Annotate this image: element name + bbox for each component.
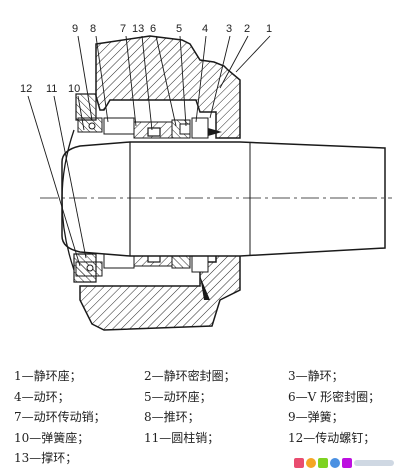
- seal-tip-upper: [208, 128, 222, 136]
- shaft-end-arc: [61, 129, 75, 271]
- stationary-ring-upper: [191, 117, 209, 139]
- watermark-logo: [294, 458, 394, 468]
- callout-3: 3: [226, 23, 232, 35]
- legend-item: 8—推环；: [144, 410, 200, 424]
- legend-item: 11—圆柱销；: [144, 430, 220, 445]
- shaft: [61, 141, 386, 257]
- pin-lower: [86, 264, 94, 272]
- legend-row: 4—动环； 5—动环座； 6—V 形密封圈；: [14, 387, 394, 408]
- callout-8: 8: [90, 23, 96, 35]
- legend-row: 7—动环传动销； 8—推环； 9—弹簧；: [14, 407, 394, 428]
- callout-2: 2: [244, 23, 250, 35]
- pin-upper: [88, 122, 96, 130]
- leader-lines: [27, 35, 271, 267]
- legend-row: 1—静环座； 2—静环密封圈； 3—静环；: [14, 366, 394, 387]
- mechanical-seal-drawing: 9 8 7 13 6 5 4 3 2 1 12 11 10: [20, 23, 392, 331]
- flange-left-upper: [75, 93, 97, 121]
- legend-item: 12—传动螺钉；: [288, 430, 376, 445]
- legend-item: 2—静环密封圈；: [144, 369, 236, 383]
- callout-6: 6: [150, 23, 156, 35]
- bolt-lower: [200, 276, 210, 300]
- v-seal-upper: [179, 123, 191, 135]
- callout-10: 10: [68, 83, 80, 95]
- callout-7: 7: [120, 23, 126, 35]
- housing-upper: [95, 35, 241, 139]
- legend-row: 10—弹簧座； 11—圆柱销； 12—传动螺钉；: [14, 428, 394, 449]
- legend-item: 3—静环；: [288, 369, 344, 383]
- callout-5: 5: [176, 23, 182, 35]
- callout-12: 12: [20, 83, 32, 95]
- callout-11: 11: [46, 83, 57, 95]
- callout-9: 9: [72, 23, 78, 35]
- legend-item: 10—弹簧座；: [14, 430, 90, 445]
- callout-13: 13: [132, 23, 144, 35]
- legend-item: 1—静环座；: [14, 369, 82, 383]
- legend-item: 7—动环传动销；: [14, 410, 106, 424]
- push-ring-upper: [103, 117, 135, 135]
- legend-item: 4—动环；: [14, 389, 70, 404]
- legend-item: 9—弹簧；: [288, 410, 344, 424]
- legend-item: 13—撑环；: [14, 451, 78, 465]
- legend-row: 13—撑环；: [14, 448, 394, 469]
- oring-upper: [147, 127, 161, 137]
- parts-legend: 1—静环座； 2—静环密封圈； 3—静环； 4—动环； 5—动环座； 6—V 形…: [14, 366, 394, 469]
- callout-1: 1: [266, 23, 272, 35]
- legend-item: 6—V 形密封圈；: [288, 389, 381, 404]
- legend-item: 5—动环座；: [144, 389, 212, 404]
- callout-4: 4: [202, 23, 208, 35]
